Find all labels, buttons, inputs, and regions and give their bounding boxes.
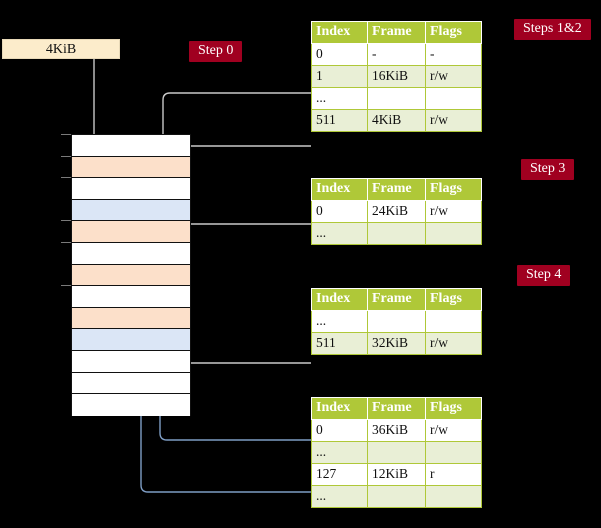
cell-index: 1 xyxy=(311,65,368,88)
cell-frame: 36KiB xyxy=(367,419,426,442)
cell-flags: - xyxy=(425,43,482,66)
cell-flags: r/w xyxy=(425,419,482,442)
column-header-index: Index xyxy=(311,178,368,201)
column-header-index: Index xyxy=(311,288,368,311)
cell-index: 511 xyxy=(311,109,368,132)
cell-frame: 12KiB xyxy=(367,463,426,486)
memory-frame-7 xyxy=(72,286,190,308)
table-row: ... xyxy=(311,485,482,508)
wire-table2-row511-to-memory xyxy=(178,306,311,364)
cell-frame xyxy=(367,222,426,245)
cell-index: 0 xyxy=(311,419,368,442)
wire-table0-row511-to-memory xyxy=(175,145,311,249)
column-header-frame: Frame xyxy=(367,288,426,311)
cell-frame: 4KiB xyxy=(367,109,426,132)
cell-frame: 32KiB xyxy=(367,332,426,355)
cell-frame: 16KiB xyxy=(367,65,426,88)
cell-flags xyxy=(425,87,482,110)
memory-frame-11 xyxy=(72,372,190,395)
memory-frame-2 xyxy=(72,178,190,200)
memory-tick xyxy=(61,242,72,243)
column-header-flags: Flags xyxy=(425,288,482,311)
cell-index: 0 xyxy=(311,200,368,223)
column-header-frame: Frame xyxy=(367,21,426,44)
cell-index: 127 xyxy=(311,463,368,486)
badge-step-0: Step 0 xyxy=(189,41,243,62)
table-row: ... xyxy=(311,222,482,245)
memory-tick xyxy=(61,156,72,157)
cell-flags xyxy=(425,485,482,508)
physical-memory-column xyxy=(71,134,191,416)
column-header-index: Index xyxy=(311,21,368,44)
memory-frame-0 xyxy=(72,135,190,157)
memory-tick xyxy=(61,177,72,178)
column-header-frame: Frame xyxy=(367,178,426,201)
memory-frame-9 xyxy=(72,329,190,351)
memory-frame-6 xyxy=(72,264,190,287)
memory-tick xyxy=(61,285,72,286)
cell-frame xyxy=(367,485,426,508)
cell-flags: r/w xyxy=(425,332,482,355)
cell-frame xyxy=(367,87,426,110)
column-header-index: Index xyxy=(311,397,368,420)
column-header-frame: Frame xyxy=(367,397,426,420)
cell-flags: r/w xyxy=(425,200,482,223)
cell-flags xyxy=(425,441,482,464)
memory-frame-1 xyxy=(72,156,190,179)
cell-flags xyxy=(425,222,482,245)
column-header-flags: Flags xyxy=(425,21,482,44)
cell-index: ... xyxy=(311,310,368,333)
column-header-flags: Flags xyxy=(425,178,482,201)
virtual-address-box: 4KiB xyxy=(2,39,120,59)
badge-step-4: Step 4 xyxy=(517,265,571,286)
memory-frame-4 xyxy=(72,221,190,243)
cell-index: ... xyxy=(311,87,368,110)
cell-index: ... xyxy=(311,441,368,464)
memory-frame-12 xyxy=(72,394,190,416)
cell-frame xyxy=(367,310,426,333)
cell-flags: r/w xyxy=(425,65,482,88)
memory-tick xyxy=(61,134,72,135)
table-row: 0-- xyxy=(311,43,482,66)
table-row: ... xyxy=(311,441,482,464)
badge-step-3: Step 3 xyxy=(521,159,575,180)
memory-frame-10 xyxy=(72,350,190,373)
cell-index: 0 xyxy=(311,43,368,66)
column-header-flags: Flags xyxy=(425,397,482,420)
cell-index: 511 xyxy=(311,332,368,355)
memory-frame-8 xyxy=(72,307,190,330)
table-row: ... xyxy=(311,310,482,333)
cell-index: ... xyxy=(311,485,368,508)
cell-flags: r xyxy=(425,463,482,486)
badge-steps-1-2: Steps 1&2 xyxy=(514,19,591,40)
cell-frame xyxy=(367,441,426,464)
cell-frame: - xyxy=(367,43,426,66)
cell-flags: r/w xyxy=(425,109,482,132)
cell-frame: 24KiB xyxy=(367,200,426,223)
memory-frame-3 xyxy=(72,199,190,222)
table-row: ... xyxy=(311,87,482,110)
memory-frame-5 xyxy=(72,242,190,265)
wire-table1-row0-to-memory xyxy=(178,223,311,262)
cell-index: ... xyxy=(311,222,368,245)
memory-tick xyxy=(61,220,72,221)
cell-flags xyxy=(425,310,482,333)
